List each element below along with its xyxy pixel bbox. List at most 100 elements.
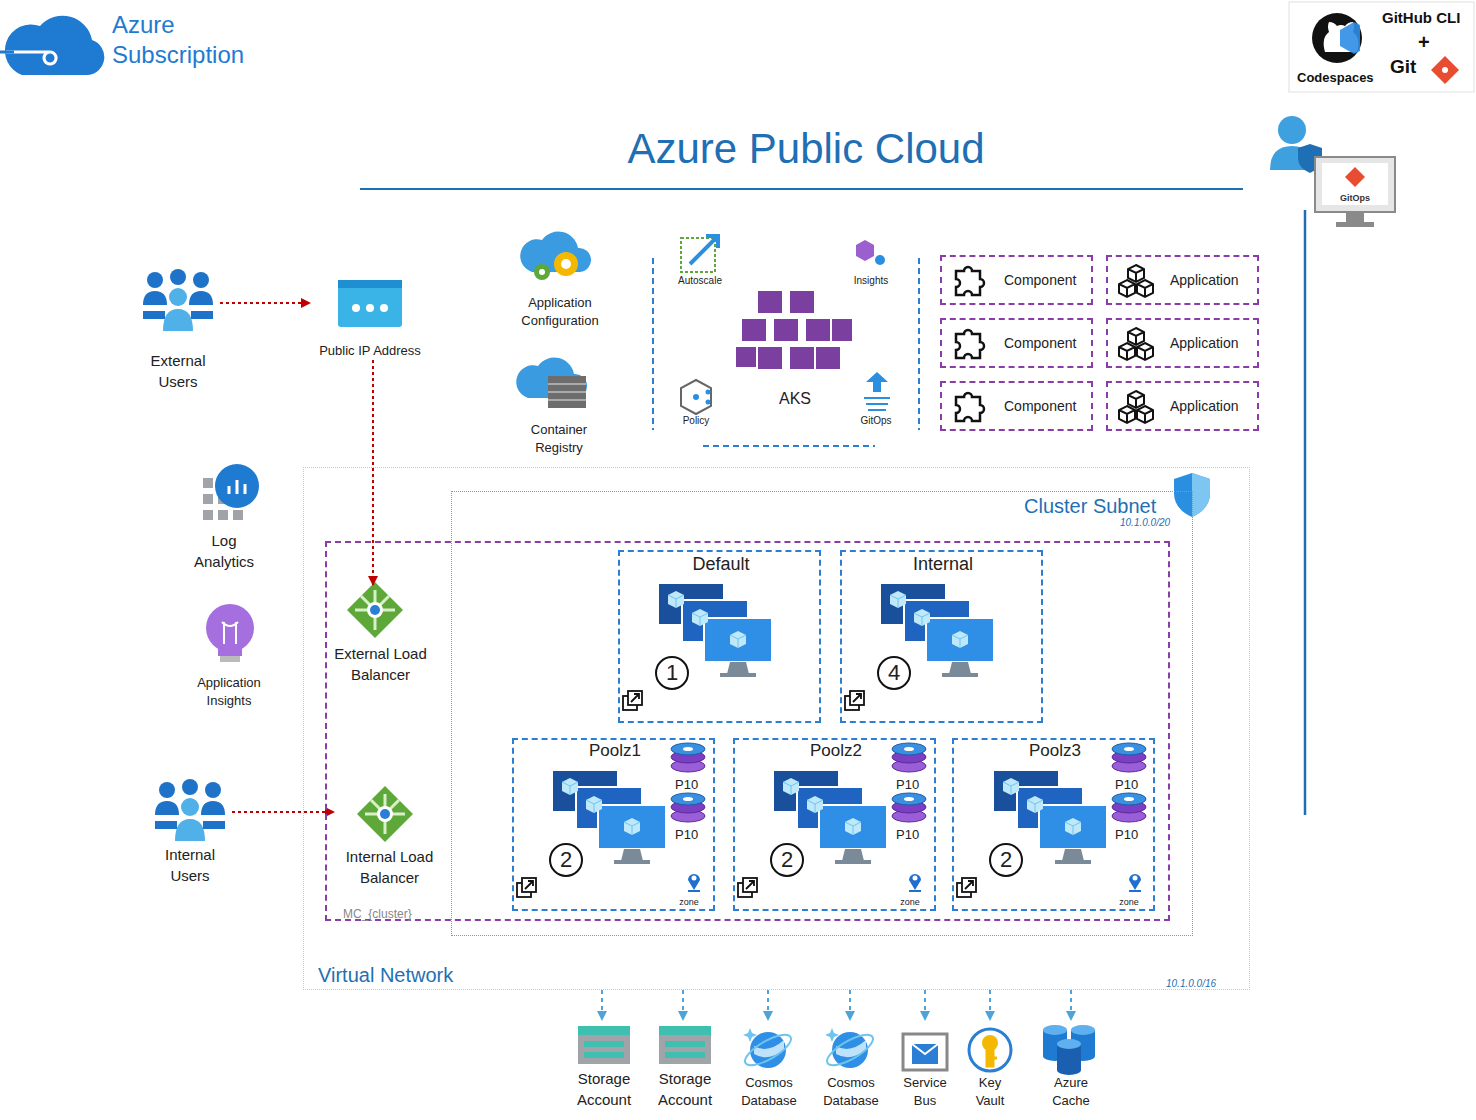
service-bus-icon-part xyxy=(903,1034,947,1070)
node-text: Container Registry xyxy=(513,421,605,457)
devops-user-part xyxy=(1345,167,1365,187)
node-text: Public IP Address xyxy=(319,342,421,360)
illustration-part xyxy=(517,878,536,897)
node-text: Poolz1 xyxy=(589,741,641,761)
node-text: Component xyxy=(1004,335,1076,351)
label: GitOps xyxy=(860,415,891,427)
policy-icon-part xyxy=(706,390,711,395)
public-ip-icon xyxy=(338,280,402,327)
node-text: External Load Balancer xyxy=(326,643,435,685)
connector xyxy=(682,990,684,1020)
illustration-part xyxy=(1119,328,1153,360)
component-box: Component xyxy=(940,255,1093,305)
component-box: Application xyxy=(1106,381,1259,431)
app-config-icon-part xyxy=(539,269,545,275)
icon-node: Internal Users xyxy=(148,778,232,886)
illustration-part xyxy=(1112,793,1146,822)
aks-icon xyxy=(735,290,853,370)
icon-node: Public IP Address xyxy=(310,278,430,360)
component-box: Application xyxy=(1106,318,1259,368)
node-text: Component xyxy=(1004,398,1076,414)
autoscale-icon-part xyxy=(690,236,718,264)
aks-frame-part xyxy=(918,258,920,430)
title: Azure Public Cloud xyxy=(627,124,984,174)
aks-icon-part xyxy=(757,290,783,314)
node-text: Storage Account xyxy=(568,1068,640,1110)
github-panel xyxy=(1289,2,1474,92)
connector xyxy=(1070,990,1072,1020)
illustration-part xyxy=(1112,743,1146,772)
group-box: Poolz2P10P102zone xyxy=(733,738,936,911)
app-config-icon-part xyxy=(534,264,550,280)
icon-node: Service Bus xyxy=(895,1020,955,1110)
icon-node: Container Registry xyxy=(513,357,605,457)
illustration-part xyxy=(738,878,757,897)
illustration-part xyxy=(155,779,225,841)
label: Insights xyxy=(854,275,888,287)
icon-node: Application Configuration xyxy=(506,225,614,330)
container-registry-icon-part xyxy=(548,376,586,408)
icon-node: External Load Balancer xyxy=(326,585,435,685)
node-text: Virtual Network xyxy=(318,963,453,987)
devops-user xyxy=(1270,116,1395,227)
label: Autoscale xyxy=(678,275,722,287)
illustration-part xyxy=(357,786,413,842)
devops-user-part xyxy=(1315,157,1395,212)
illustration-part xyxy=(957,878,976,897)
icon-node: Cosmos Database xyxy=(813,1020,889,1110)
connector xyxy=(232,811,334,813)
policy-icon-part xyxy=(706,400,711,405)
connector xyxy=(849,990,851,1020)
gitops-icon-part xyxy=(864,398,890,410)
gitops-line xyxy=(1304,210,1307,815)
aks-icon-part xyxy=(789,290,815,314)
icon-node: Storage Account xyxy=(648,1020,722,1110)
connector xyxy=(372,360,374,585)
node-text: Internal Users xyxy=(148,844,232,886)
illustration-part xyxy=(623,691,642,710)
illustration-part xyxy=(741,1028,795,1071)
azure-cache-icon-part xyxy=(1057,1039,1081,1049)
group-box: Poolz3P10P102zone xyxy=(952,738,1155,911)
azure-cache-icon-part xyxy=(1071,1025,1095,1035)
azure-cache-icon xyxy=(1043,1025,1095,1075)
node-text: Key Vault xyxy=(963,1074,1017,1110)
node-text: Service Bus xyxy=(895,1074,955,1110)
aks-frame xyxy=(653,258,919,446)
illustration-part xyxy=(578,1026,630,1064)
policy-icon-part xyxy=(681,380,711,414)
aks-icon-part xyxy=(805,318,831,342)
group-box: Virtual Network10.1.0.0/16Cluster Subnet… xyxy=(303,467,1250,990)
illustration-part xyxy=(892,793,926,822)
aks-icon-part xyxy=(831,318,853,342)
log-analytics-icon-part xyxy=(203,494,213,504)
illustration-part xyxy=(1119,391,1153,423)
icon-node: Key Vault xyxy=(963,1020,1017,1110)
log-analytics-icon-part xyxy=(218,510,228,520)
node-text: Cosmos Database xyxy=(731,1074,807,1110)
illustration-part xyxy=(845,691,864,710)
node-text: P10 xyxy=(675,777,698,793)
github-panel-part xyxy=(1289,2,1474,92)
node-text: Poolz2 xyxy=(810,741,862,761)
node-text: Application xyxy=(1170,272,1239,288)
callout-number: 2 xyxy=(989,843,1023,877)
connector xyxy=(767,990,769,1020)
node-text: 10.1.0.0/20 xyxy=(1120,517,1170,529)
component-box: Component xyxy=(940,381,1093,431)
aks-frame-part xyxy=(652,258,654,430)
label: GitOps xyxy=(1340,193,1370,204)
log-analytics-icon-part xyxy=(215,464,259,508)
callout-number: 4 xyxy=(877,656,911,690)
illustration-part xyxy=(892,743,926,772)
container-registry-icon xyxy=(516,358,587,408)
group-box: MC_{cluster}External Load BalancerIntern… xyxy=(325,541,1170,921)
devops-user-part xyxy=(1278,116,1306,144)
icon-node: AKS xyxy=(730,288,860,410)
icon-node: Cosmos Database xyxy=(731,1020,807,1110)
node-text: zone xyxy=(1119,897,1139,908)
label: GitHub CLI xyxy=(1382,9,1460,27)
log-analytics-icon-part xyxy=(229,480,245,494)
node-text: Storage Account xyxy=(648,1068,722,1110)
illustration-part xyxy=(671,793,705,822)
